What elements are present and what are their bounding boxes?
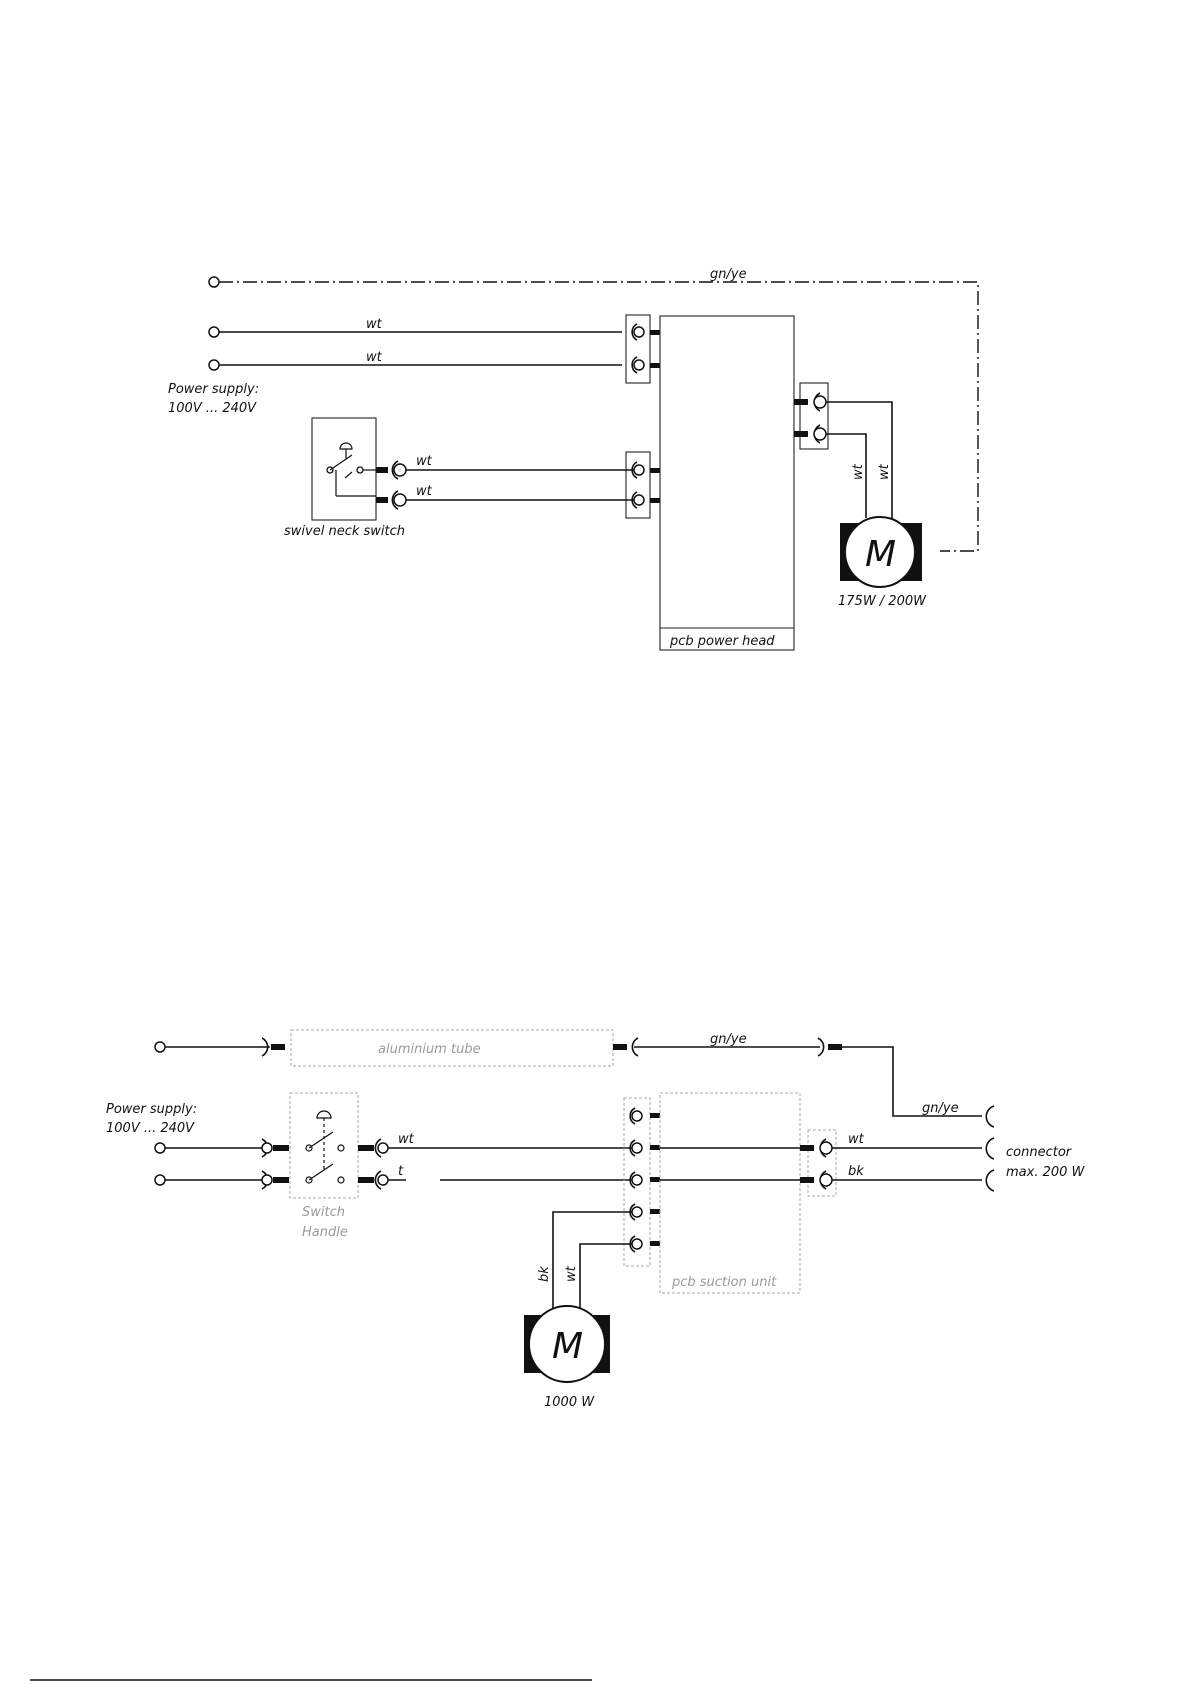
pcb-plug-1	[630, 1108, 660, 1124]
motor-wire-bk	[553, 1212, 632, 1316]
pcb-power-head-box	[660, 316, 794, 650]
switch-handle-box	[290, 1093, 358, 1198]
earth-terminal-bottom	[155, 1042, 165, 1052]
earth-label-bottom: gn/ye	[710, 1032, 747, 1047]
switch-out-plug-1	[358, 1139, 388, 1157]
supply-plug-1	[632, 324, 660, 340]
switch-label: swivel neck switch	[284, 524, 405, 539]
motor-1000w: M	[524, 1306, 610, 1382]
swivel-switch-symbol	[327, 443, 376, 496]
connector-label: connector	[1006, 1145, 1073, 1160]
output-plug-1	[800, 1139, 832, 1157]
pcb-suction-unit-box	[660, 1093, 800, 1293]
output-wire-label-1: wt	[848, 1132, 865, 1147]
motor-wire-label-wt: wt	[564, 1265, 579, 1282]
output-wire-label-2: bk	[848, 1164, 864, 1179]
switch-handle-label-2: Handle	[302, 1225, 348, 1240]
supply-plug-2	[632, 357, 660, 373]
supply-terminal-1	[209, 327, 219, 337]
switch-wire-label-2: wt	[416, 484, 433, 499]
earth-wire-to-connector	[842, 1047, 982, 1116]
motor-wire-label-1: wt	[851, 463, 866, 480]
earth-terminal	[209, 277, 219, 287]
motor-symbol-bottom: M	[552, 1326, 583, 1367]
line-wire-label-2: t	[398, 1164, 404, 1179]
diagram-power-head: gn/ye wt wt Power supply: 100V ... 240V …	[168, 267, 978, 650]
motor-wire-label-2: wt	[877, 463, 892, 480]
wire-label-2: wt	[366, 350, 383, 365]
switch-handle-label-1: Switch	[302, 1205, 345, 1220]
earth-wire	[219, 282, 978, 551]
switch-connector-block	[626, 452, 650, 518]
earth-label-connector: gn/ye	[922, 1101, 959, 1116]
power-supply-range: 100V ... 240V	[168, 401, 257, 416]
motor-wire-label-bk: bk	[537, 1266, 552, 1282]
wire-label-1: wt	[366, 317, 383, 332]
connector-rating: max. 200 W	[1006, 1165, 1086, 1180]
pcb-plug-3	[630, 1172, 660, 1188]
tube-label: aluminium tube	[378, 1042, 481, 1057]
motor-symbol: M	[865, 534, 896, 575]
power-supply-range-bottom: 100V ... 240V	[106, 1121, 195, 1136]
earth-label: gn/ye	[710, 267, 747, 282]
switch-plug-1	[376, 461, 406, 479]
switch-pcb-plug-1	[632, 462, 660, 478]
supply-terminal-bottom-2	[155, 1175, 165, 1185]
connector-sockets	[986, 1106, 994, 1191]
supply-connector-block	[626, 315, 650, 383]
line-wire-label-1: wt	[398, 1132, 415, 1147]
pcb-plug-5	[630, 1236, 660, 1252]
switch-in-plug-1	[262, 1139, 289, 1157]
diagram-suction-unit: aluminium tube gn/ye gn/ye Power supply:…	[106, 1030, 1086, 1410]
motor-rating-bottom: 1000 W	[544, 1395, 595, 1410]
motor-plug-2	[794, 425, 826, 443]
pcb-plug-2	[630, 1140, 660, 1156]
switch-pcb-plug-2	[632, 492, 660, 508]
pcb-label: pcb power head	[669, 634, 775, 649]
switch-in-plug-2	[262, 1171, 289, 1189]
power-supply-title-bottom: Power supply:	[106, 1102, 197, 1117]
motor-plug-1	[794, 393, 826, 411]
pcb-suction-label: pcb suction unit	[671, 1275, 777, 1290]
switch-out-plug-2	[358, 1171, 388, 1189]
output-plug-2	[800, 1171, 832, 1189]
motor-wire-1	[826, 402, 892, 518]
switch-handle-symbol	[306, 1111, 344, 1183]
supply-terminal-bottom-1	[155, 1143, 165, 1153]
swivel-switch-box	[312, 418, 376, 520]
motor-rating: 175W / 200W	[838, 594, 927, 609]
earth-plug-right	[818, 1038, 842, 1056]
switch-plug-2	[376, 491, 406, 509]
motor-175w: M	[840, 517, 922, 587]
pcb-plug-4	[630, 1204, 660, 1220]
power-supply-title: Power supply:	[168, 382, 259, 397]
supply-terminal-2	[209, 360, 219, 370]
switch-wire-label-1: wt	[416, 454, 433, 469]
